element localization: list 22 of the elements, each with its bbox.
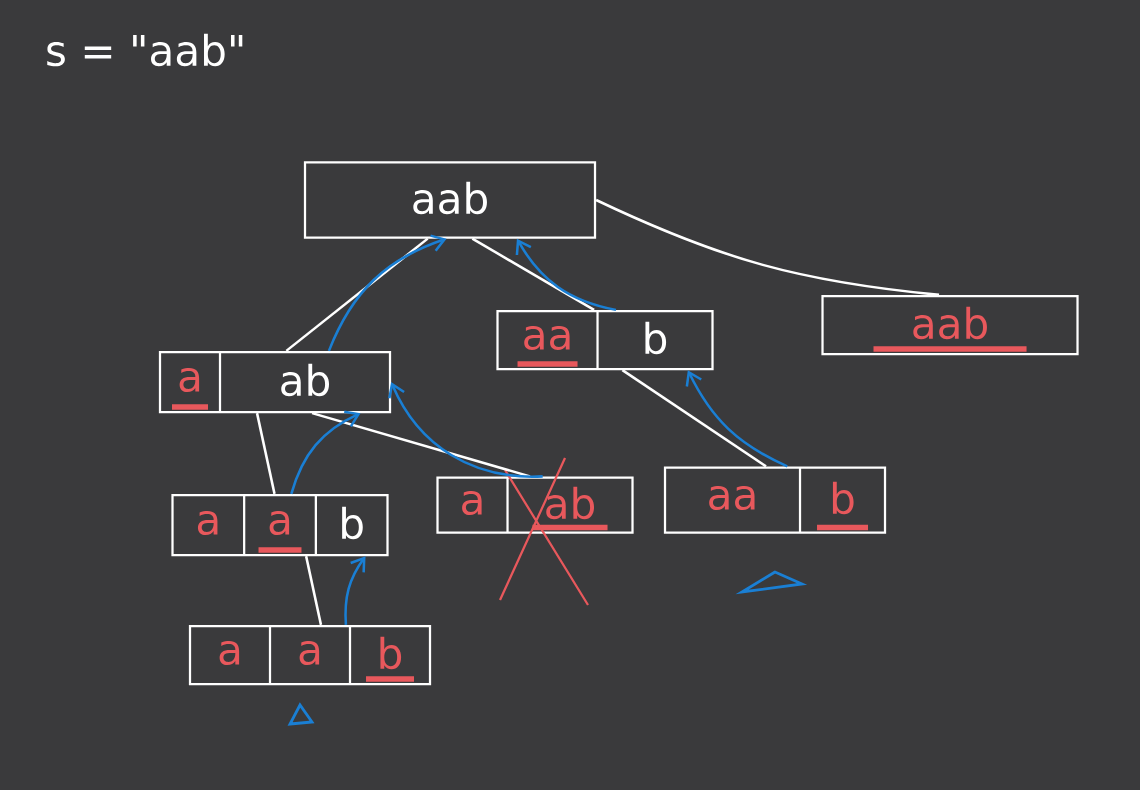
string-box: a ab [158,350,392,414]
string-box: aab [821,294,1079,356]
arrow [685,370,788,468]
arrow [388,382,543,478]
tree-line [621,369,767,468]
string-box: aa b [663,466,887,534]
formula-text: s = "aab" [47,33,243,67]
tree-line [304,555,323,626]
tree-line [595,198,940,297]
string-box: a a b [188,624,432,686]
tree-line [311,411,531,478]
string-box: aa b [496,309,714,371]
string-box: a a b [171,493,389,557]
arrow [515,238,617,312]
tree-line [285,237,429,352]
arrow [290,410,361,495]
tree-line [471,237,595,311]
tree-line [255,412,276,495]
string-box: aab [303,161,597,239]
arrow [344,556,366,625]
string-box: a ab [436,476,634,534]
arrow [327,234,447,352]
